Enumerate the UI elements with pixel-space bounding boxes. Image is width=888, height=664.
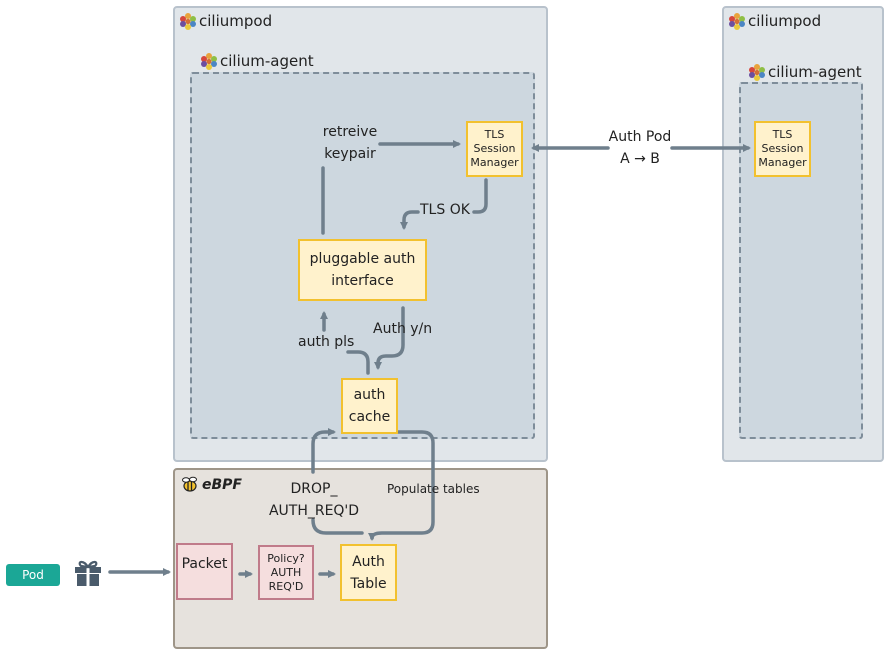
tls-left-line2: Session xyxy=(473,142,516,155)
ebpf-title: eBPF xyxy=(180,476,242,494)
auth-pls-label: auth pls xyxy=(298,334,355,350)
auth-pod-label: Auth Pod A → B xyxy=(600,126,680,170)
drop-line2: AUTH_REQ'D xyxy=(268,503,360,519)
packet-box: Packet xyxy=(176,543,233,600)
cilium-hex-icon xyxy=(729,13,745,30)
retrieve-line2: keypair xyxy=(324,146,376,162)
tls-session-manager-left: TLS Session Manager xyxy=(466,121,523,177)
populate-tables-label: Populate tables xyxy=(387,482,480,496)
cilium-agent-left-label: cilium-agent xyxy=(220,52,314,70)
cilium-agent-right-title: cilium-agent xyxy=(748,63,862,81)
policy-line1: Policy? xyxy=(267,551,305,565)
cilium-hex-icon xyxy=(201,53,217,70)
pluggable-line2: interface xyxy=(331,273,394,289)
auth-cache-line2: cache xyxy=(348,409,391,425)
tls-ok-label: TLS OK xyxy=(420,202,470,218)
drop-line1: DROP_ xyxy=(290,481,338,497)
ciliumpod-right-title: ciliumpod xyxy=(728,12,821,30)
auth-table: Auth Table xyxy=(340,544,397,601)
cilium-hex-icon xyxy=(180,13,196,30)
pluggable-auth-interface: pluggable auth interface xyxy=(298,239,427,301)
policy-line2: AUTH xyxy=(270,565,302,579)
pod-chip-label: Pod xyxy=(22,568,44,582)
tls-right-line2: Session xyxy=(761,142,804,155)
auth-yn-label: Auth y/n xyxy=(373,321,433,337)
auth-table-line2: Table xyxy=(350,575,387,592)
auth-pod-line2: A → B xyxy=(620,151,660,167)
retrieve-line1: retreive xyxy=(322,124,378,140)
tls-left-line3: Manager xyxy=(470,156,519,169)
auth-cache: auth cache xyxy=(341,378,398,434)
auth-cache-line1: auth xyxy=(353,387,386,403)
ciliumpod-right-label: ciliumpod xyxy=(748,12,822,30)
gift-icon xyxy=(75,560,101,586)
packet-label: Packet xyxy=(181,556,228,572)
auth-pod-line1: Auth Pod xyxy=(608,129,672,145)
auth-table-line1: Auth xyxy=(352,553,385,570)
ciliumpod-left-title: ciliumpod xyxy=(179,12,272,30)
tls-right-line3: Manager xyxy=(758,156,807,169)
drop-auth-reqd-label: DROP_ AUTH_REQ'D xyxy=(264,478,364,522)
policy-box: Policy? AUTH REQ'D xyxy=(258,545,314,600)
tls-right-line1: TLS xyxy=(772,128,793,141)
cilium-hex-icon xyxy=(749,64,765,81)
pod-chip: Pod xyxy=(6,564,60,586)
retrieve-keypair-label: retreive keypair xyxy=(312,121,388,165)
ebpf-label: eBPF xyxy=(202,477,242,493)
tls-session-manager-right: TLS Session Manager xyxy=(754,121,811,177)
ciliumpod-left-label: ciliumpod xyxy=(199,12,273,30)
cilium-agent-left-title: cilium-agent xyxy=(200,52,314,70)
policy-line3: REQ'D xyxy=(268,579,304,593)
tls-left-line1: TLS xyxy=(484,128,505,141)
pluggable-line1: pluggable auth xyxy=(309,251,416,267)
bee-icon xyxy=(182,476,197,492)
cilium-agent-right-label: cilium-agent xyxy=(768,63,862,81)
